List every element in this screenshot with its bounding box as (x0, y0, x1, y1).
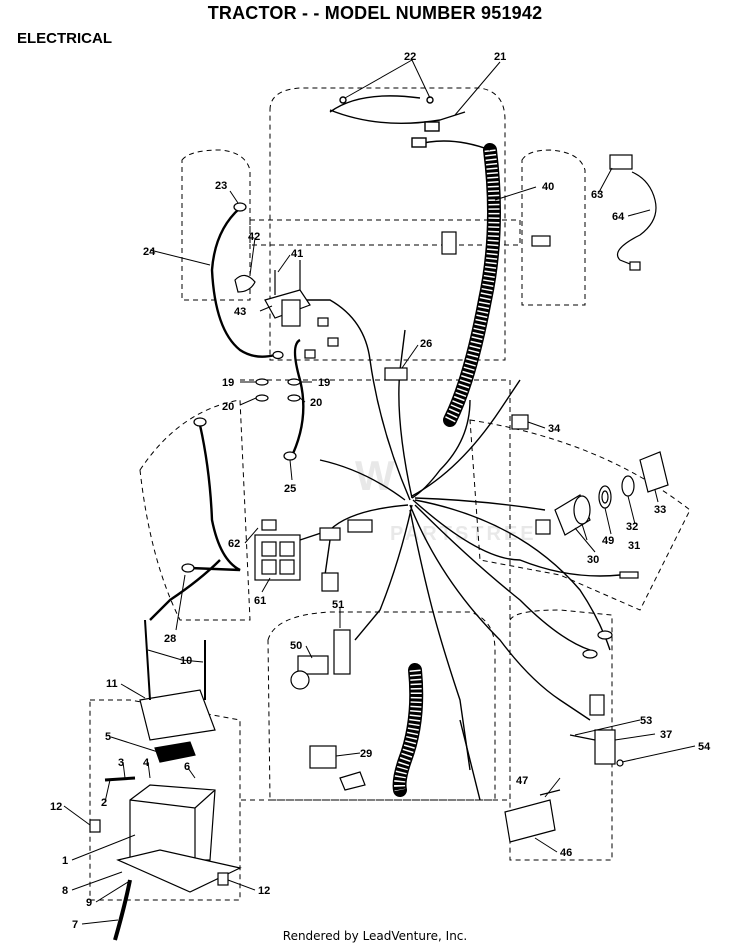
wiring-harness (299, 299, 621, 801)
cable-25 (288, 338, 305, 461)
callout-20a: 20 (222, 401, 234, 413)
right-fender-outline (521, 149, 586, 306)
callout-47: 47 (516, 775, 528, 787)
right-lower-outline (509, 609, 613, 861)
callout-22: 22 (404, 51, 416, 63)
callout-5: 5 (105, 731, 111, 743)
battery-area-outline (89, 699, 241, 901)
leader-lines (63, 59, 696, 925)
callout-3: 3 (118, 757, 124, 769)
callout-43: 43 (234, 306, 246, 318)
washers (255, 378, 301, 402)
callout-12b: 12 (258, 885, 270, 897)
cable-terminals (181, 202, 297, 573)
ignition-switch (554, 451, 669, 536)
relay-37 (569, 729, 624, 767)
hood-outline (269, 87, 506, 361)
callout-64: 64 (612, 211, 625, 223)
callout-9: 9 (86, 897, 92, 909)
callout-numbers: 22 21 40 23 24 42 41 43 63 64 26 19 19 2… (50, 51, 711, 931)
callout-62: 62 (228, 538, 240, 550)
callout-10: 10 (180, 655, 192, 667)
callout-23: 23 (215, 180, 227, 192)
seat-area-outline (267, 611, 496, 801)
callout-25: 25 (284, 483, 296, 495)
callout-8: 8 (62, 885, 68, 897)
callout-1: 1 (62, 855, 68, 867)
callout-34: 34 (548, 423, 561, 435)
callout-4: 4 (143, 757, 150, 769)
watermark-logo: W (355, 452, 395, 499)
cable-62 (189, 424, 241, 572)
footer-credit: Rendered by LeadVenture, Inc. (282, 929, 468, 943)
right-console-outline (469, 419, 691, 611)
callout-54: 54 (698, 741, 711, 753)
callout-19b: 19 (318, 377, 330, 389)
left-fender-outline (181, 149, 251, 301)
switch-50 (297, 655, 329, 675)
center-frame-outline (240, 379, 511, 801)
callout-53: 53 (640, 715, 652, 727)
callout-26: 26 (420, 338, 432, 350)
solenoid-43 (234, 260, 311, 327)
callout-7: 7 (72, 919, 78, 931)
callout-19a: 19 (222, 377, 234, 389)
switch-51 (333, 629, 351, 675)
callout-2: 2 (101, 797, 107, 809)
coiled-conduit-40 (443, 143, 501, 427)
tray-8 (116, 849, 242, 893)
pad-5 (154, 741, 196, 763)
callout-51: 51 (332, 599, 344, 611)
callout-29: 29 (360, 748, 372, 760)
dash-panel-outline (249, 219, 521, 246)
callout-30: 30 (587, 554, 599, 566)
callout-33: 33 (654, 504, 666, 516)
callout-11: 11 (106, 678, 118, 690)
callout-41: 41 (291, 248, 303, 260)
battery-cables (149, 207, 305, 621)
callout-49: 49 (602, 535, 614, 547)
connectors (261, 231, 639, 716)
callout-50: 50 (290, 640, 302, 652)
callout-21: 21 (494, 51, 506, 63)
watermark-text: PARTSTREE (390, 523, 537, 545)
headlight-harness (329, 95, 491, 151)
cable-24 (210, 207, 276, 358)
watermark: W PARTSTREE (355, 452, 537, 545)
tube-7 (113, 879, 132, 941)
coiled-conduit-lower (392, 663, 424, 797)
switches (254, 534, 366, 791)
callout-32: 32 (626, 521, 638, 533)
frame-outlines (89, 87, 691, 901)
callout-28: 28 (164, 633, 176, 645)
callout-42: 42 (248, 231, 260, 243)
switch-63-harness (609, 154, 657, 271)
left-rear-outline (139, 399, 251, 621)
fuse-block-46 (504, 789, 561, 843)
callout-37: 37 (660, 729, 672, 741)
diagram-title: TRACTOR - - MODEL NUMBER 951942 (207, 3, 543, 23)
callout-63: 63 (591, 189, 603, 201)
switch-29 (309, 745, 337, 769)
callout-12a: 12 (50, 801, 62, 813)
hold-down-11 (139, 689, 216, 741)
callout-40: 40 (542, 181, 554, 193)
cable-28 (149, 559, 221, 621)
callout-24: 24 (143, 246, 156, 258)
battery-assembly (89, 619, 242, 941)
callout-6: 6 (184, 761, 190, 773)
callout-61: 61 (254, 595, 266, 607)
callout-20b: 20 (310, 397, 322, 409)
callout-31: 31 (628, 540, 640, 552)
section-label: ELECTRICAL (17, 30, 112, 47)
callout-46: 46 (560, 847, 572, 859)
